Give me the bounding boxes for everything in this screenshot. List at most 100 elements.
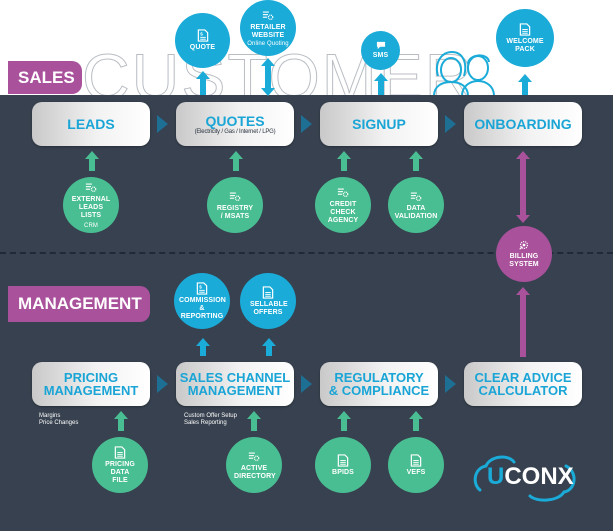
output-retailer-website-label: RETAILER WEBSITE bbox=[250, 23, 286, 39]
output-commission-reporting-label: COMMISSION & REPORTING bbox=[179, 296, 226, 320]
chevron-right-icon bbox=[445, 115, 456, 133]
output-retailer-website-sub: Online Quoting bbox=[247, 40, 289, 47]
input-bpids-label: BPIDS bbox=[332, 468, 354, 476]
input-vefs[interactable]: VEFS bbox=[388, 437, 444, 493]
output-sms[interactable]: SMS bbox=[361, 31, 400, 70]
arrow-up-icon bbox=[337, 411, 351, 431]
sales-channel-note-2: Sales Reporting bbox=[184, 420, 227, 426]
stage-quotes[interactable]: QUOTES (Electricity / Gas / Internet / L… bbox=[176, 102, 294, 146]
document-icon bbox=[519, 22, 531, 36]
chevron-right-icon bbox=[445, 375, 456, 393]
input-registry-msats-label: REGISTRY / MSATS bbox=[216, 204, 254, 220]
input-data-validation-label: DATA VALIDATION bbox=[394, 204, 438, 220]
stage-regulatory-compliance-line1: REGULATORY bbox=[334, 370, 424, 385]
database-gear-icon bbox=[262, 11, 274, 20]
input-pricing-data-file-label: PRICING DATA FILE bbox=[105, 460, 135, 484]
arrow-up-icon bbox=[409, 411, 423, 431]
uconx-logo-rest: CONX bbox=[504, 463, 574, 490]
chevron-right-icon bbox=[157, 375, 168, 393]
sales-channel-note-1: Custom Offer Setup bbox=[184, 413, 237, 419]
section-divider bbox=[0, 252, 613, 254]
arrow-up-icon bbox=[337, 151, 351, 171]
customers-icon bbox=[433, 50, 495, 96]
stage-clear-advice-calculator-line2: CALCULATOR bbox=[478, 383, 568, 398]
chevron-right-icon bbox=[301, 375, 312, 393]
svg-text:$: $ bbox=[200, 32, 203, 37]
stage-leads-title: LEADS bbox=[67, 116, 115, 132]
svg-text:$: $ bbox=[199, 284, 202, 289]
chat-bubble-icon bbox=[376, 41, 385, 50]
sales-tag: SALES bbox=[8, 61, 82, 94]
sales-tag-label: SALES bbox=[18, 67, 75, 87]
arrow-up-icon bbox=[114, 411, 128, 431]
input-external-leads-lists-label: EXTERNAL LEADS LISTS bbox=[71, 195, 111, 219]
arrow-bidirectional-icon bbox=[261, 58, 275, 96]
sales-channel-notes: Custom Offer Setup Sales Reporting bbox=[184, 413, 237, 427]
input-bpids[interactable]: BPIDS bbox=[315, 437, 371, 493]
stage-onboarding[interactable]: ONBOARDING bbox=[464, 102, 582, 146]
input-registry-msats[interactable]: REGISTRY / MSATS bbox=[207, 177, 263, 233]
arrow-up-icon bbox=[518, 74, 532, 95]
arrow-up-icon bbox=[409, 151, 423, 171]
uconx-logo-prefix: U bbox=[487, 463, 505, 490]
input-credit-check-agency-label: CREDIT CHECK AGENCY bbox=[327, 200, 359, 224]
input-credit-check-agency[interactable]: CREDIT CHECK AGENCY bbox=[315, 177, 371, 233]
input-external-leads-lists-sub: CRM bbox=[84, 222, 98, 229]
output-retailer-website[interactable]: RETAILER WEBSITE Online Quoting bbox=[240, 0, 296, 56]
stage-regulatory-compliance[interactable]: REGULATORY & COMPLIANCE bbox=[320, 362, 438, 406]
arrow-up-icon bbox=[516, 287, 530, 357]
output-sms-label: SMS bbox=[372, 52, 389, 59]
output-commission-reporting[interactable]: $ COMMISSION & REPORTING bbox=[174, 273, 230, 329]
stage-clear-advice-calculator-line1: CLEAR ADVICE bbox=[474, 370, 572, 385]
stage-leads[interactable]: LEADS bbox=[32, 102, 150, 146]
pricing-note-1: Margins bbox=[39, 413, 61, 419]
database-gear-icon bbox=[248, 452, 260, 461]
stage-regulatory-compliance-line2: & COMPLIANCE bbox=[328, 383, 430, 398]
arrow-up-icon bbox=[262, 338, 276, 356]
pricing-notes: Margins Price Changes bbox=[39, 413, 78, 427]
database-gear-icon bbox=[410, 192, 422, 201]
document-icon bbox=[114, 445, 126, 459]
billing-system[interactable]: BILLING SYSTEM bbox=[496, 226, 552, 282]
stage-pricing-management-line2: MANAGEMENT bbox=[43, 383, 139, 398]
stage-signup[interactable]: SIGNUP bbox=[320, 102, 438, 146]
input-pricing-data-file[interactable]: PRICING DATA FILE bbox=[92, 437, 148, 493]
arrow-up-icon bbox=[374, 73, 388, 95]
database-gear-icon bbox=[85, 183, 97, 192]
arrow-bidirectional-icon bbox=[516, 151, 530, 223]
stage-onboarding-title: ONBOARDING bbox=[474, 116, 572, 132]
stage-clear-advice-calculator[interactable]: CLEAR ADVICE CALCULATOR bbox=[464, 362, 582, 406]
uconx-logo-cloud bbox=[473, 455, 576, 502]
input-active-directory-label: ACTIVE DIRECTORY bbox=[234, 464, 276, 480]
input-active-directory[interactable]: ACTIVE DIRECTORY bbox=[226, 437, 282, 493]
uconx-logo: UCONX bbox=[487, 463, 574, 491]
arrow-up-icon bbox=[229, 151, 243, 171]
arrow-up-icon bbox=[196, 71, 210, 95]
chevron-right-icon bbox=[157, 115, 168, 133]
stage-sales-channel-management[interactable]: SALES CHANNEL MANAGEMENT bbox=[176, 362, 294, 406]
stage-pricing-management[interactable]: PRICING MANAGEMENT bbox=[32, 362, 150, 406]
output-sellable-offers-label: SELLABLE OFFERS bbox=[250, 300, 288, 316]
stage-sales-channel-management-line2: MANAGEMENT bbox=[187, 383, 283, 398]
document-icon bbox=[410, 453, 422, 467]
document-icon bbox=[262, 285, 274, 299]
database-gear-icon bbox=[229, 192, 241, 201]
arrow-up-icon bbox=[247, 411, 261, 431]
document-icon bbox=[337, 453, 349, 467]
stage-quotes-title: QUOTES bbox=[205, 112, 265, 129]
output-welcome-pack[interactable]: WELCOME PACK bbox=[496, 9, 554, 67]
stage-sales-channel-management-line1: SALES CHANNEL bbox=[179, 370, 291, 385]
stage-pricing-management-line1: PRICING bbox=[63, 370, 119, 385]
output-quote-label: QUOTE bbox=[189, 44, 216, 51]
output-sellable-offers[interactable]: SELLABLE OFFERS bbox=[240, 273, 296, 329]
document-dollar-icon: $ bbox=[196, 281, 208, 295]
output-quote[interactable]: $ QUOTE bbox=[175, 13, 230, 68]
database-gear-icon bbox=[337, 188, 349, 197]
input-vefs-label: VEFS bbox=[406, 468, 426, 476]
document-dollar-icon: $ bbox=[197, 29, 208, 42]
arrow-up-icon bbox=[196, 338, 210, 356]
management-tag: MANAGEMENT bbox=[8, 286, 150, 322]
input-data-validation[interactable]: DATA VALIDATION bbox=[388, 177, 444, 233]
pricing-note-2: Price Changes bbox=[39, 420, 79, 426]
input-external-leads-lists[interactable]: EXTERNAL LEADS LISTS CRM bbox=[63, 177, 119, 233]
